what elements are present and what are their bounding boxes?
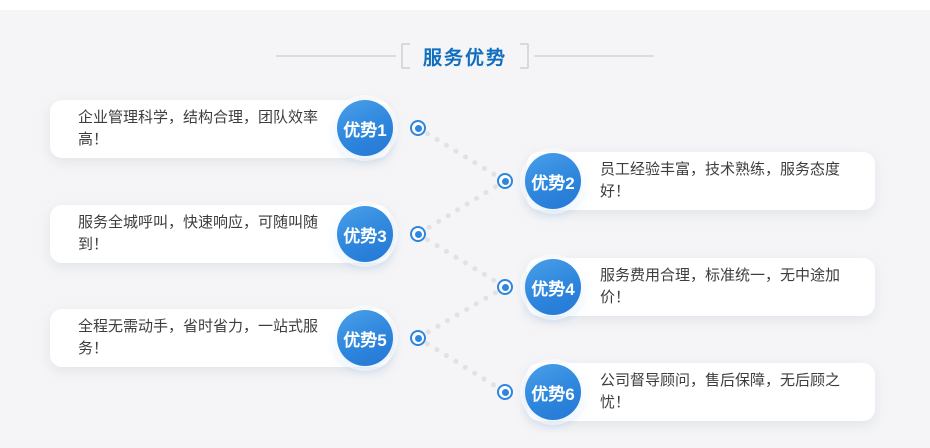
advantage-badge-3-label: 优势3 [343, 226, 387, 246]
advantage-badge-4: 优势4 [525, 259, 581, 315]
advantage-badge-6: 优势6 [525, 364, 581, 420]
connector-node-4 [497, 279, 513, 295]
advantage-text-1-line-1: 企业管理科学，结构合理，团队效率 [78, 109, 319, 126]
advantage-text-3-line-2: 到！ [78, 236, 109, 253]
advantage-text-4: 服务费用合理，标准统一，无中途加 价！ [527, 258, 875, 309]
connector-node-1 [410, 120, 426, 136]
connector-node-2 [497, 173, 513, 189]
advantage-badge-1-label: 优势1 [343, 120, 387, 140]
advantage-text-4-line-1: 服务费用合理，标准统一，无中途加 [600, 267, 841, 284]
advantage-badge-2: 优势2 [525, 153, 581, 209]
advantage-text-1-line-2: 高！ [78, 131, 109, 148]
connector-node-6 [497, 384, 513, 400]
advantage-card-4: 服务费用合理，标准统一，无中途加 价！ [527, 258, 875, 316]
advantage-card-6: 公司督导顾问，售后保障，无后顾之 忧！ [527, 363, 875, 421]
advantage-text-1: 企业管理科学，结构合理，团队效率 高！ [50, 100, 390, 151]
advantage-text-2-line-2: 好！ [600, 183, 631, 200]
page-title: 服务优势 [422, 47, 507, 69]
advantage-badge-5-label: 优势5 [343, 330, 387, 350]
advantage-text-3-line-1: 服务全城呼叫，快速响应，可随叫随 [78, 214, 319, 231]
advantage-text-3: 服务全城呼叫，快速响应，可随叫随 到！ [50, 205, 390, 256]
advantage-card-1: 企业管理科学，结构合理，团队效率 高！ [50, 100, 390, 158]
advantage-badge-6-label: 优势6 [531, 384, 575, 404]
header-bracket-left-icon [400, 43, 410, 69]
section-header: 服务优势 [0, 40, 930, 72]
connector-node-5 [410, 330, 426, 346]
connector-node-3 [410, 226, 426, 242]
advantage-text-4-line-2: 价！ [600, 289, 631, 306]
advantage-badge-4-label: 优势4 [531, 279, 575, 299]
advantage-text-5-line-2: 务！ [78, 340, 109, 357]
advantage-badge-2-label: 优势2 [531, 173, 575, 193]
advantage-card-3: 服务全城呼叫，快速响应，可随叫随 到！ [50, 205, 390, 263]
advantage-text-6-line-2: 忧！ [600, 394, 631, 411]
advantage-text-5-line-1: 全程无需动手，省时省力，一站式服 [78, 318, 319, 335]
header-bracket-right-icon [520, 43, 529, 69]
advantage-text-2: 员工经验丰富，技术熟练，服务态度 好！ [527, 152, 875, 203]
advantage-card-5: 全程无需动手，省时省力，一站式服 务！ [50, 309, 390, 367]
advantage-text-6-line-1: 公司督导顾问，售后保障，无后顾之 [600, 372, 841, 389]
advantage-badge-3: 优势3 [337, 206, 393, 262]
advantage-text-5: 全程无需动手，省时省力，一站式服 务！ [50, 309, 390, 360]
advantage-text-6: 公司督导顾问，售后保障，无后顾之 忧！ [527, 363, 875, 414]
header-line-right [534, 55, 654, 57]
advantage-badge-5: 优势5 [337, 310, 393, 366]
header-line-left [275, 55, 396, 57]
advantage-card-2: 员工经验丰富，技术熟练，服务态度 好！ [527, 152, 875, 210]
advantage-badge-1: 优势1 [337, 100, 393, 156]
advantage-text-2-line-1: 员工经验丰富，技术熟练，服务态度 [600, 161, 841, 178]
